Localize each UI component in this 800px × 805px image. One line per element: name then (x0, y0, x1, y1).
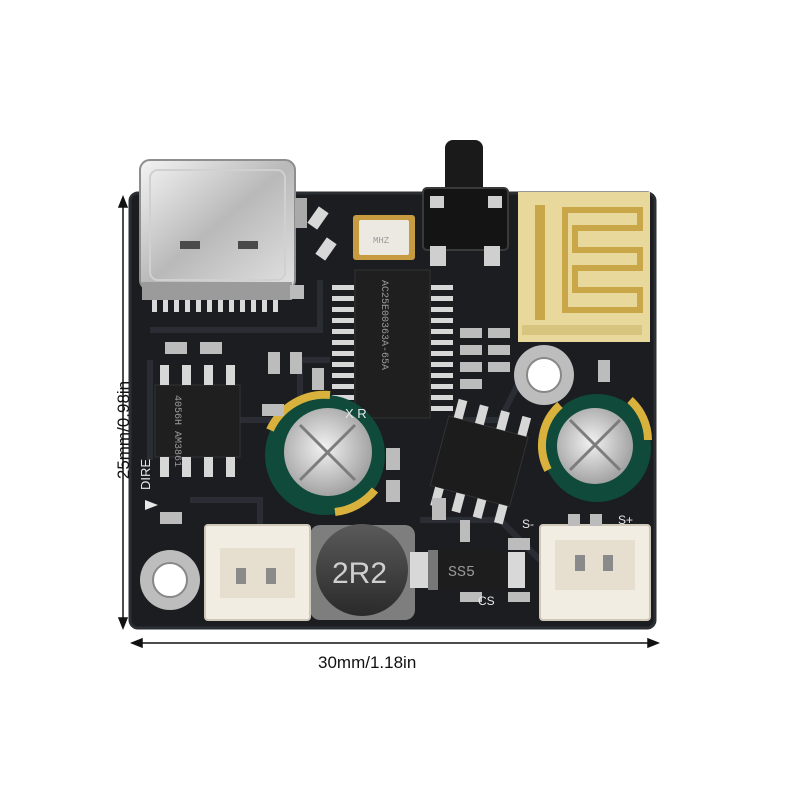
jst-connector-left (204, 524, 311, 621)
pcb-antenna (518, 192, 650, 342)
power-inductor: 2R2 (310, 524, 415, 620)
crystal-marking: MHZ (373, 236, 390, 246)
mounting-hole-top (514, 345, 574, 405)
diode-marking: SS5 (448, 564, 475, 581)
usb-c-connector (139, 159, 296, 312)
width-dimension-line (129, 637, 661, 649)
charger-ic-chip: 4056H AM3861 (154, 365, 241, 477)
silk-label-cs: CS (478, 594, 495, 608)
height-dimension-line (117, 194, 129, 631)
electrolytic-capacitor-right (538, 394, 652, 502)
amplifier-ic-chip (429, 398, 532, 525)
electrolytic-capacitor-left: X R (265, 390, 385, 516)
width-dimension-label: 30mm/1.18in (318, 653, 417, 672)
smd-passives (160, 328, 610, 602)
inductor-marking: 2R2 (332, 557, 387, 590)
schottky-diode: SS5 (410, 550, 525, 590)
silk-label-s-minus: S- (522, 517, 534, 531)
crystal-oscillator: MHZ (353, 215, 415, 260)
mounting-hole-bottom (140, 550, 200, 610)
silk-label-s-plus: S+ (618, 513, 633, 527)
silk-label-dire: DIRE (138, 459, 153, 490)
tactile-button (422, 140, 509, 266)
smd-components-top (290, 198, 337, 299)
charger-ic-marking: 4056H AM3861 (171, 395, 182, 467)
capacitor-marking: X R (345, 406, 367, 421)
jst-connector-right (539, 524, 651, 621)
main-ic-marking: AC25E00363A-65A (378, 280, 389, 370)
silk-arrow (145, 500, 158, 510)
height-dimension-label: 25mm/0.98in (114, 380, 133, 480)
main-ic-chip: AC25E00363A-65A (332, 269, 453, 419)
